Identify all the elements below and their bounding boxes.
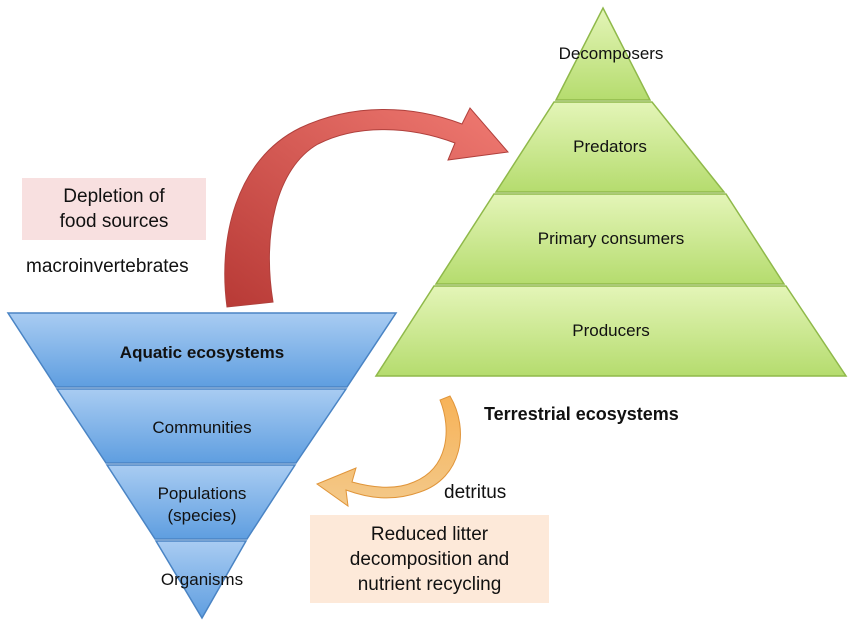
pyramid-label-primary-consumers: Primary consumers [538,229,684,248]
inverted-tier-organisms [154,540,248,620]
pyramid-tier-decomposers [554,6,652,101]
orange-curved-arrow [315,395,461,508]
macroinvertebrates-label: macroinvertebrates [26,256,189,277]
red-curved-arrow [224,107,509,308]
inverted-label-organisms: Organisms [161,570,243,589]
inverted-label-aquatic-ecosystems: Aquatic ecosystems [120,343,284,362]
inverted-tier-aquatic-ecosystems [6,312,398,388]
inverted-label-species: (species) [168,506,237,525]
decomposition-text-line1: Reduced litter [370,523,489,545]
inverted-tier-communities [55,388,348,464]
decomposition-text-line3: nutrient recycling [357,573,502,595]
terrestrial-ecosystems-label: Terrestrial ecosystems [484,404,679,424]
pyramid-label-decomposers: Decomposers [559,44,664,63]
depletion-text-line2: food sources [59,211,169,232]
inverted-tier-populations [105,464,297,540]
pyramid-label-predators: Predators [573,137,647,156]
depletion-box: Depletion of food sources [22,178,206,240]
terrestrial-pyramid: Decomposers Predators Primary consumers … [374,6,848,377]
depletion-text-line1: Depletion of [63,186,165,207]
inverted-label-populations: Populations [158,484,247,503]
pyramid-tier-producers [374,285,848,377]
pyramid-label-producers: Producers [572,321,649,340]
detritus-label: detritus [444,482,507,503]
decomposition-box: Reduced litter decomposition and nutrien… [310,515,549,603]
aquatic-pyramid: Aquatic ecosystems Communities Populatio… [6,312,398,620]
pyramid-tier-predators [494,101,726,193]
decomposition-text-line2: decomposition and [349,548,510,570]
inverted-label-communities: Communities [152,418,251,437]
pyramid-tier-primary-consumers [434,193,786,285]
